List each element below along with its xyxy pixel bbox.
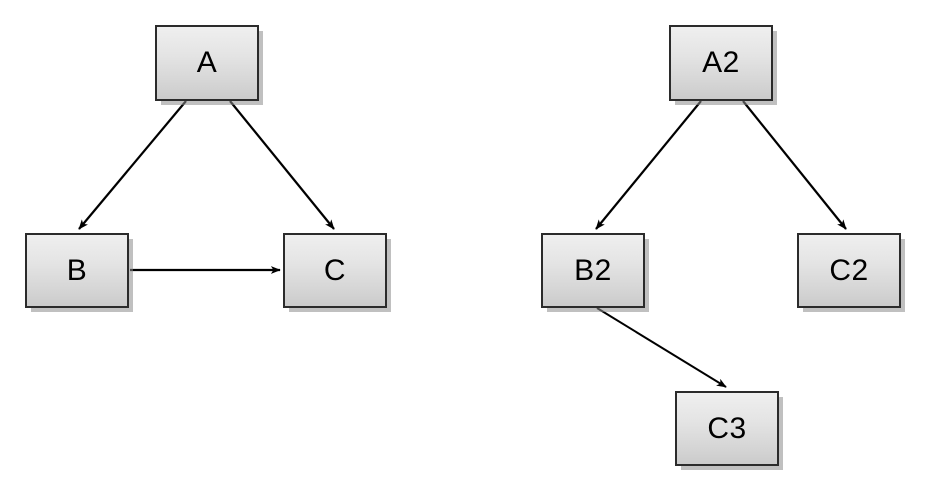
node-c3-label: C3 [707,411,747,445]
edge-b2-to-c3 [596,307,727,388]
node-c3[interactable]: C3 [675,391,779,466]
node-a2-label: A2 [702,46,740,79]
node-b2-label: B2 [574,253,612,287]
node-c2[interactable]: C2 [797,233,901,308]
node-b[interactable]: B [25,233,129,308]
edge-a-to-c [229,100,335,230]
edge-a-to-b [78,100,187,230]
node-a-label: A [196,46,218,79]
node-c[interactable]: C [283,233,387,308]
node-a2[interactable]: A2 [669,25,773,101]
edge-a2-to-c2 [742,100,847,230]
node-c-label: C [323,253,347,287]
node-b-label: B [66,253,88,287]
edge-a2-to-b2 [595,100,702,230]
node-c2-label: C2 [829,253,869,287]
node-a[interactable]: A [155,25,259,101]
node-b2[interactable]: B2 [541,233,645,308]
